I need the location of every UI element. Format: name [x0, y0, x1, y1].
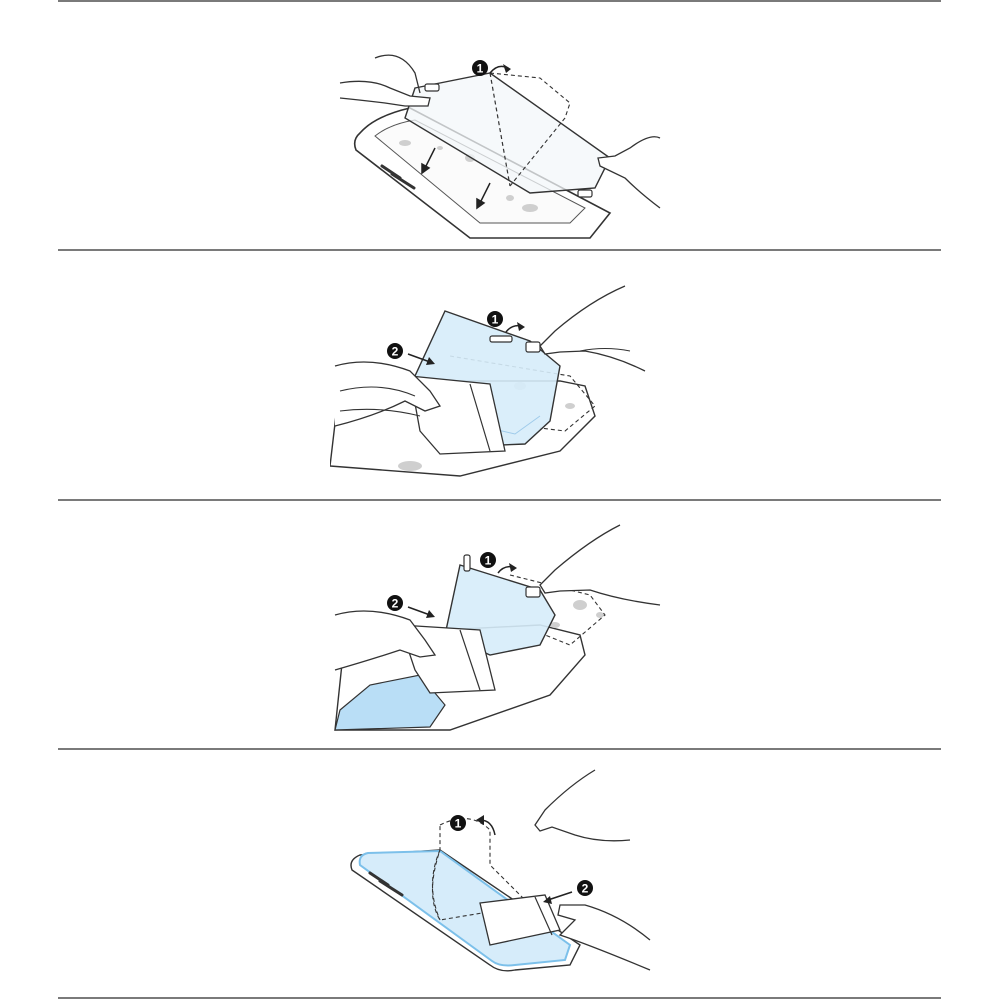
- divider-1: [58, 249, 941, 251]
- step-marker-2: 2: [387, 343, 403, 359]
- right-hand: [597, 136, 661, 209]
- step-4-illustration: 1 2: [330, 755, 670, 995]
- step-marker-2: 2: [387, 595, 403, 611]
- phone-side-buttons: [368, 871, 404, 897]
- push-arrow: [407, 606, 431, 616]
- step-marker-1: 1: [480, 552, 496, 568]
- film-fold-line: [489, 72, 511, 187]
- step-1-drawing: 1: [339, 54, 661, 239]
- phone-side-buttons: [380, 164, 416, 190]
- step-marker-1-label: 1: [492, 313, 499, 327]
- peeled-backing: [509, 574, 606, 646]
- peel-arrow-head: [509, 563, 517, 572]
- step-3-illustration: 1 2: [330, 505, 670, 745]
- peel-arrow-head: [517, 322, 525, 331]
- film-tab-top: [424, 83, 440, 92]
- peel-arrow-head: [476, 815, 484, 825]
- push-arrow: [547, 891, 573, 901]
- step-marker-1: 1: [450, 815, 466, 831]
- step-2-illustration: 1 2: [330, 256, 670, 496]
- push-arrow-head: [426, 357, 435, 365]
- push-arrow-head: [426, 610, 435, 618]
- step-marker-2: 2: [577, 880, 593, 896]
- left-hand-thumb: [374, 54, 421, 94]
- step-marker-2-label: 2: [392, 345, 399, 359]
- step-4-drawing: 1 2: [350, 769, 651, 972]
- push-arrow: [407, 353, 431, 363]
- left-hand: [334, 610, 437, 671]
- divider-3: [58, 748, 941, 750]
- right-hand-top: [534, 769, 631, 842]
- film-tab-corner: [525, 341, 541, 353]
- step-marker-2-label: 2: [392, 597, 399, 611]
- right-hand: [539, 524, 661, 606]
- left-hand-fingers: [339, 386, 421, 417]
- dust-particles: [550, 600, 604, 628]
- film-tab-left: [463, 554, 471, 572]
- push-arrow-head: [543, 896, 552, 904]
- left-hand: [334, 361, 442, 427]
- left-hand: [339, 80, 431, 107]
- right-hand: [539, 285, 646, 372]
- right-hand-fingers: [579, 347, 631, 352]
- step-3-drawing: 1 2: [334, 524, 661, 731]
- step-marker-1: 1: [472, 60, 488, 76]
- peeled-backing-curve: [432, 849, 441, 921]
- film-tab-top: [489, 335, 513, 343]
- divider-2: [58, 499, 941, 501]
- step-marker-1-label: 1: [455, 817, 462, 831]
- divider-top: [58, 0, 941, 2]
- step-marker-1-label: 1: [485, 554, 492, 568]
- right-hand-bottom: [557, 904, 651, 971]
- press-down-arrows: [421, 147, 491, 210]
- peeled-backing: [489, 72, 571, 187]
- step-marker-2-label: 2: [582, 882, 589, 896]
- phone-screen: [374, 119, 586, 224]
- step-2-drawing: 1 2: [330, 285, 646, 477]
- peel-arrow-head: [503, 64, 511, 73]
- divider-bottom: [58, 997, 941, 999]
- film-tab-bottom: [577, 189, 593, 198]
- step-1-illustration: 1: [330, 8, 670, 248]
- film-tab-corner: [525, 586, 541, 598]
- step-marker-1-label: 1: [477, 62, 484, 76]
- step-marker-1: 1: [487, 311, 503, 327]
